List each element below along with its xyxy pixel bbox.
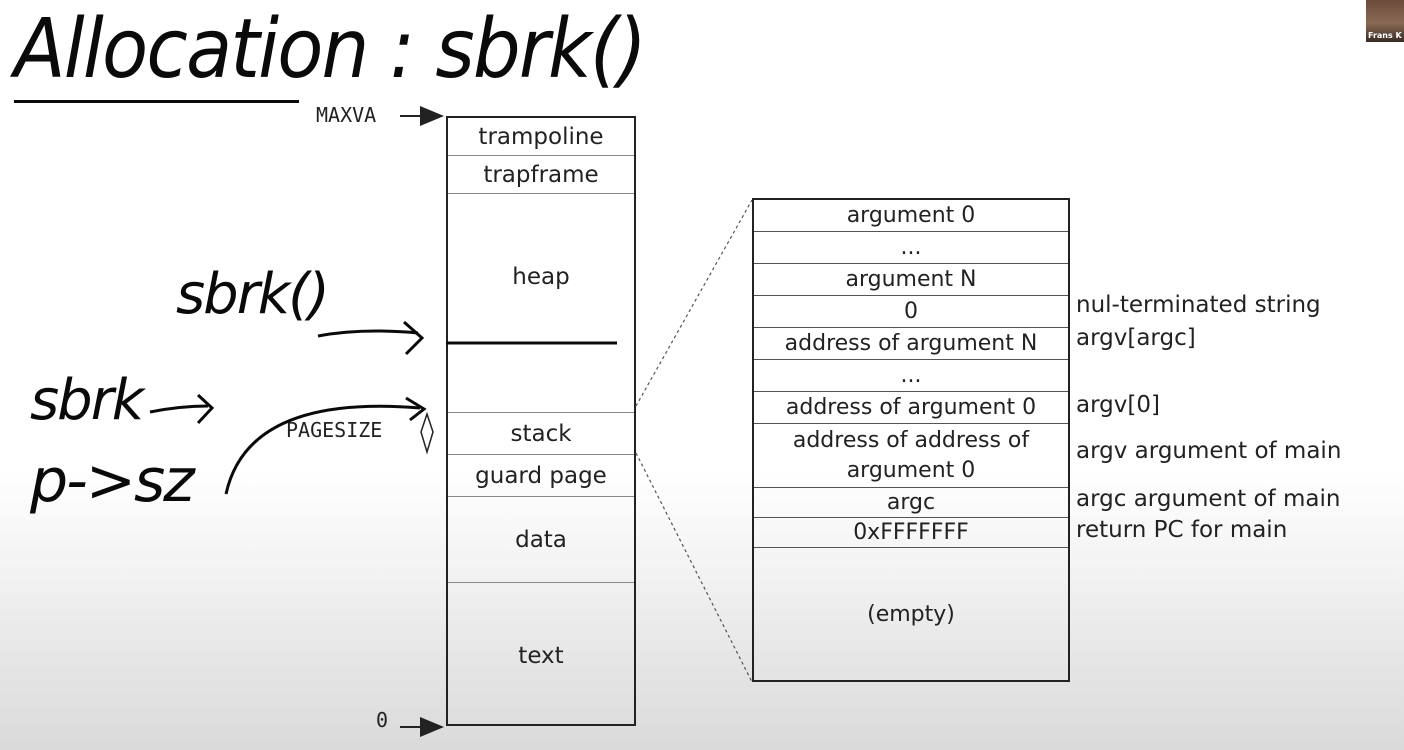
stack-row-address-argument-0: address of argument 0 [754, 392, 1068, 424]
memory-layout: trampoline trapframe heap stack guard pa… [446, 116, 636, 726]
title-underline [14, 100, 299, 103]
stack-row-ellipsis-1: ... [754, 232, 1068, 264]
note-nul-terminated: nul-terminated string [1076, 292, 1321, 318]
note-argv-0: argv[0] [1076, 392, 1160, 418]
zero-label: 0 [376, 708, 389, 732]
sbrk-call-arrowhead [403, 320, 425, 356]
stack-row-return-pc: 0xFFFFFFF [754, 518, 1068, 548]
maxva-label: MAXVA [316, 103, 377, 127]
pagesize-double-arrow [420, 411, 434, 455]
stack-row-ellipsis-2: ... [754, 360, 1068, 392]
segment-guard-page: guard page [448, 455, 634, 497]
annotation-p-sz: p->sz [30, 446, 195, 516]
participant-video-thumbnail[interactable]: Frans K [1366, 0, 1404, 42]
stack-row-address-of-address: address of address of argument 0 [754, 424, 1068, 488]
zoom-line-bottom [635, 452, 753, 683]
sbrk-arrowhead [196, 393, 215, 425]
note-argv-argc: argv[argc] [1076, 325, 1196, 351]
stack-row-zero: 0 [754, 296, 1068, 328]
stack-row-address-argument-n: address of argument N [754, 328, 1068, 360]
segment-data: data [448, 497, 634, 583]
stack-row-argument-0: argument 0 [754, 200, 1068, 232]
sbrk-arrow [149, 404, 209, 414]
stack-boundary-arrowhead [405, 396, 427, 422]
stack-row-empty: (empty) [867, 602, 955, 628]
slide-title: Allocation : sbrk() [14, 2, 647, 97]
participant-name: Frans K [1368, 31, 1402, 40]
pagesize-label: PAGESIZE [286, 418, 383, 442]
annotation-sbrk-call: sbrk() [176, 262, 330, 327]
note-return-pc: return PC for main [1076, 517, 1288, 543]
sbrk-call-arrow [317, 329, 419, 338]
zoom-line-top [635, 199, 753, 407]
annotation-sbrk: sbrk [30, 368, 144, 433]
segment-trapframe: trapframe [448, 156, 634, 194]
stack-detail: argument 0 ... argument N 0 address of a… [752, 198, 1070, 682]
segment-text: text [518, 642, 564, 669]
note-argc-main: argc argument of main [1076, 486, 1341, 512]
stack-row-argc: argc [754, 488, 1068, 518]
note-argv-main: argv argument of main [1076, 438, 1342, 464]
segment-heap: heap [448, 194, 634, 413]
segment-trampoline: trampoline [448, 118, 634, 156]
stack-row-argument-n: argument N [754, 264, 1068, 296]
segment-stack: stack [448, 413, 634, 455]
